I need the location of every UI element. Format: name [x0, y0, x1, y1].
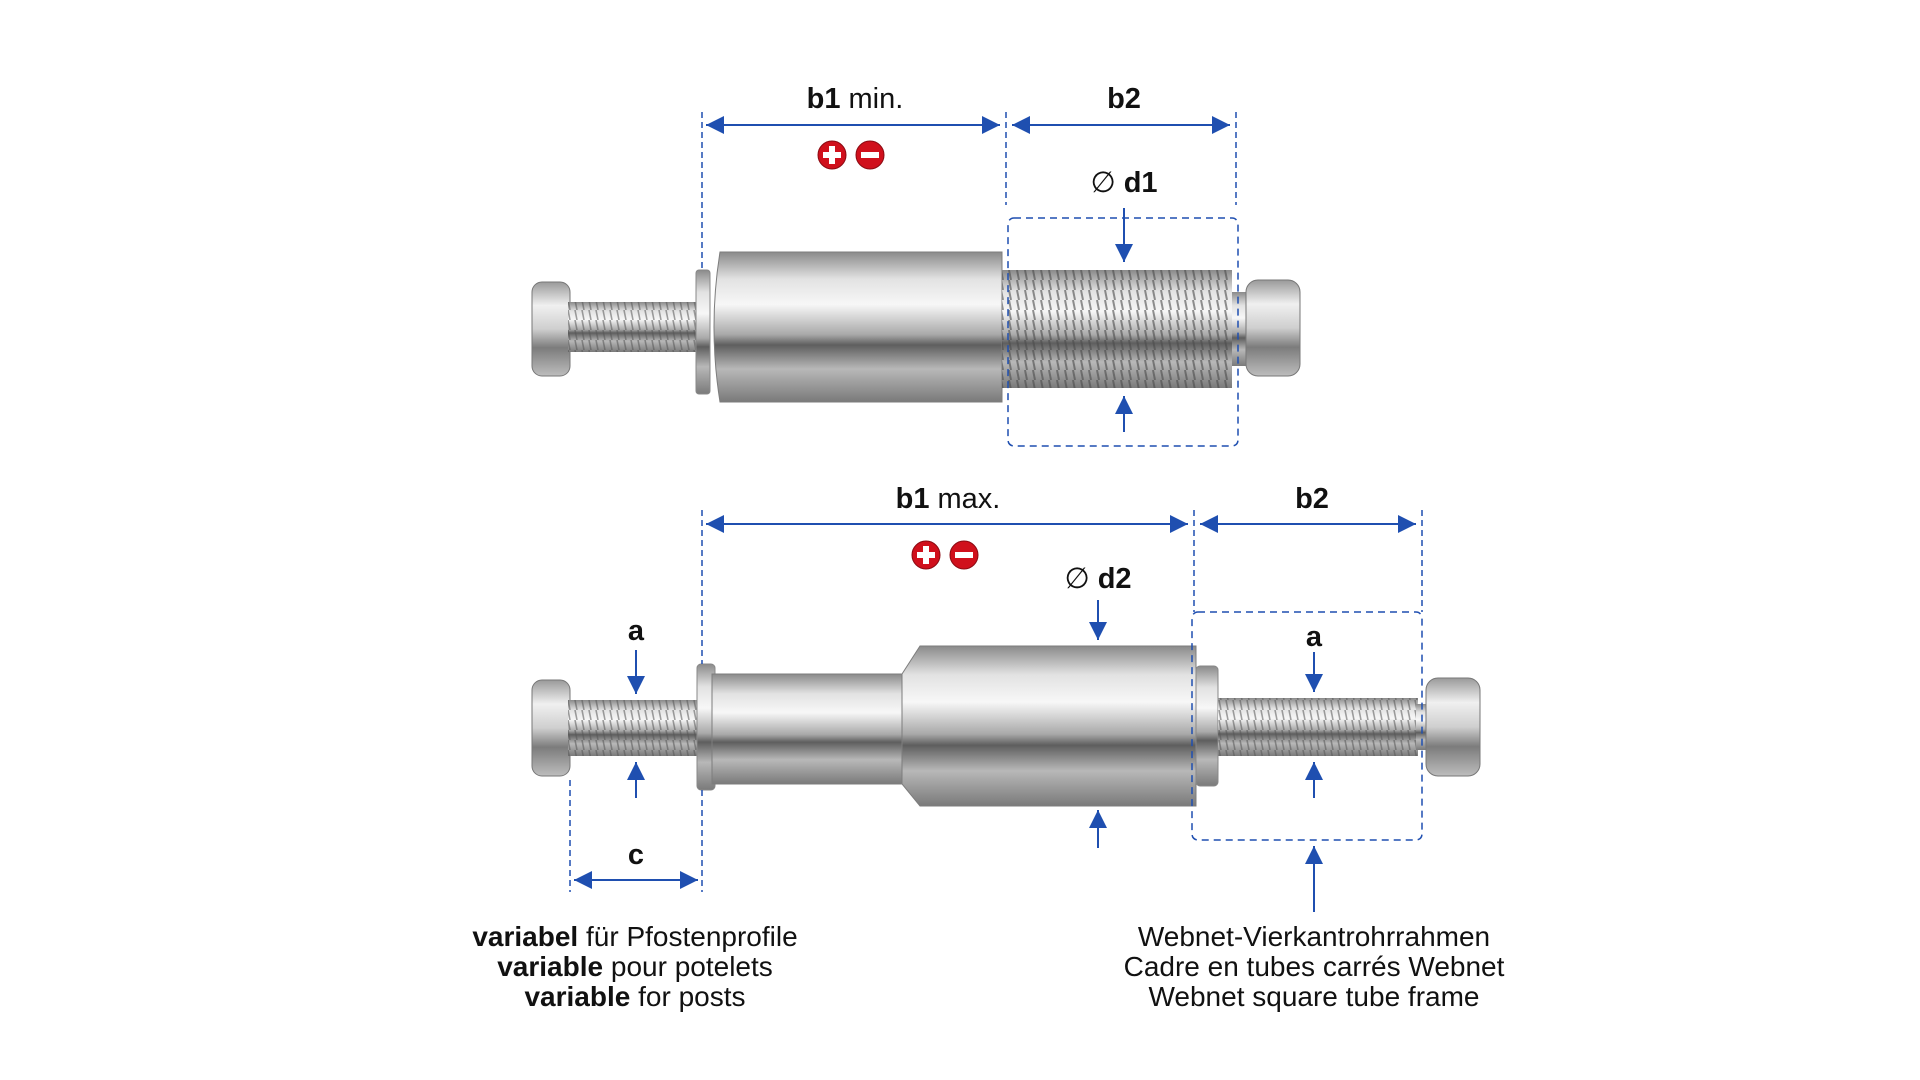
bottom-left-a-label: a: [628, 615, 645, 647]
bottom-a-dashed-box: [1191, 611, 1423, 841]
bottom-dimensions: [569, 510, 1423, 912]
bottom-right-a-label: a: [1306, 621, 1323, 653]
right-caption: Webnet-Vierkantrohrrahmen Cadre en tubes…: [1074, 922, 1554, 1012]
top-minus-badge: [855, 140, 885, 170]
bottom-plus-badge: [911, 540, 941, 570]
bottom-large-sleeve: [901, 645, 1197, 807]
bottom-minus-badge: [949, 540, 979, 570]
top-bolt-assembly: [531, 251, 1301, 403]
top-right-socket-head: [1245, 279, 1301, 377]
top-sleeve: [713, 251, 1003, 403]
bottom-small-sleeve: [711, 673, 903, 785]
top-plus-badge: [817, 140, 847, 170]
top-left-screw-head: [531, 281, 571, 377]
right-caption-line-2: Cadre en tubes carrés Webnet: [1123, 951, 1505, 982]
bottom-c-label: c: [628, 839, 644, 871]
left-caption-line-1: variabel für Pfostenprofile: [472, 921, 798, 952]
top-d1-label: ∅d1: [1090, 167, 1157, 199]
bottom-right-socket-head: [1425, 677, 1481, 777]
left-caption: variabel für Pfostenprofile variable pou…: [400, 922, 870, 1012]
top-collar: [695, 269, 711, 395]
top-dimensions: [701, 112, 1239, 447]
bottom-bolt-assembly: [531, 645, 1481, 807]
top-b2-label: b2: [1107, 83, 1141, 115]
bottom-left-screw-head: [531, 679, 571, 777]
left-caption-line-2: variable pour potelets: [497, 951, 773, 982]
bottom-d2-label: ∅d2: [1064, 563, 1131, 595]
right-caption-line-3: Webnet square tube frame: [1148, 981, 1480, 1012]
bottom-b2-label: b2: [1295, 483, 1329, 515]
left-caption-line-3: variable for posts: [524, 981, 746, 1012]
right-caption-line-1: Webnet-Vierkantrohrrahmen: [1137, 921, 1491, 952]
